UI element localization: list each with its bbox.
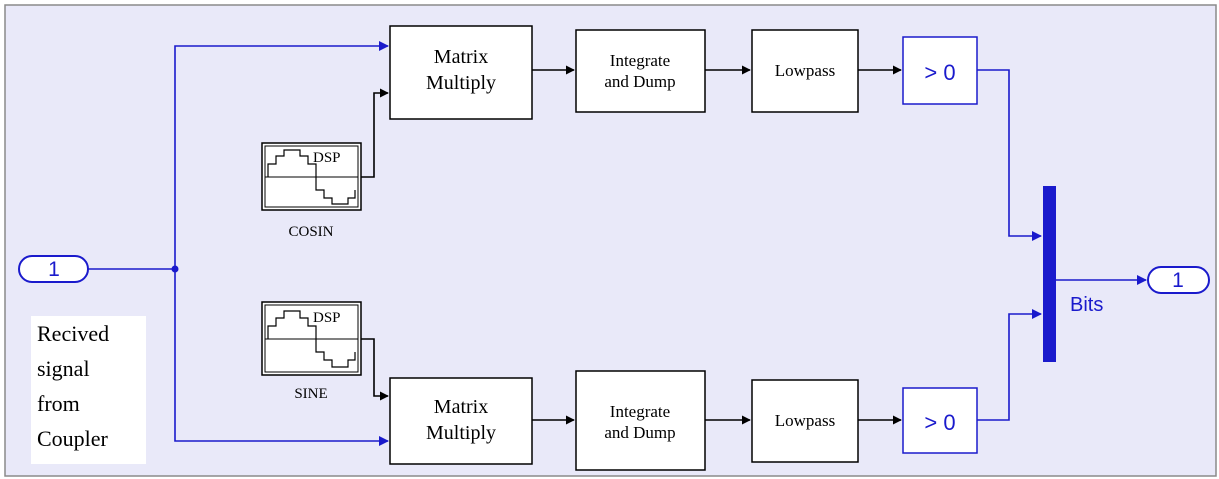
bottom-multiply-label-2: Multiply bbox=[426, 422, 496, 444]
top-branch-line[interactable] bbox=[174, 41, 389, 269]
annotation-line-3: from bbox=[37, 391, 80, 416]
annotation-line-4: Coupler bbox=[37, 426, 109, 451]
inport-block[interactable]: 1 bbox=[18, 255, 89, 283]
top-lowpass-label: Lowpass bbox=[775, 61, 835, 80]
top-compare-box[interactable] bbox=[902, 36, 978, 105]
annotation-note: Recived signal from Coupler bbox=[31, 316, 146, 464]
bottom-compare-block[interactable]: > 0 bbox=[902, 387, 978, 454]
cosin-waveform-low-icon bbox=[315, 177, 356, 205]
bottom-lowpass-block[interactable]: Lowpass bbox=[751, 379, 859, 463]
cosin-waveform-icon bbox=[267, 149, 317, 177]
inport-number: 1 bbox=[48, 258, 60, 281]
outport-number: 1 bbox=[1172, 269, 1184, 292]
bottom-compare-box[interactable] bbox=[902, 387, 978, 454]
bottom-matrix-multiply-block[interactable]: Matrix Multiply bbox=[389, 377, 533, 465]
top-integrate-label-2: and Dump bbox=[604, 72, 675, 91]
cosin-block-name: COSIN bbox=[288, 224, 333, 240]
annotation-line-2: signal bbox=[37, 356, 90, 381]
top-lowpass-box[interactable] bbox=[751, 29, 859, 113]
cosin-source-block[interactable]: DSP COSIN bbox=[261, 142, 362, 240]
sine-source-block[interactable]: DSP SINE bbox=[261, 301, 362, 402]
top-compare-block[interactable]: > 0 bbox=[902, 36, 978, 105]
bottom-compare-label: > 0 bbox=[924, 410, 955, 435]
top-lowpass-block[interactable]: Lowpass bbox=[751, 29, 859, 113]
bottom-multiply-label-1: Matrix bbox=[434, 396, 488, 418]
top-multiply-label-1: Matrix bbox=[434, 46, 488, 68]
top-integrate-label-1: Integrate bbox=[610, 51, 670, 70]
annotation-background bbox=[31, 316, 146, 464]
bottom-integrate-label-2: and Dump bbox=[604, 423, 675, 442]
bottom-lowpass-box[interactable] bbox=[751, 379, 859, 463]
bottom-compare-to-mux-line[interactable] bbox=[977, 309, 1042, 421]
signal-lines bbox=[88, 41, 1147, 446]
inport-shape[interactable] bbox=[18, 255, 89, 283]
top-compare-to-mux-line[interactable] bbox=[977, 69, 1042, 241]
bottom-matrix-multiply-box[interactable] bbox=[389, 377, 533, 465]
sine-dsp-label: DSP bbox=[313, 310, 341, 326]
cosin-dsp-label: DSP bbox=[313, 150, 341, 166]
top-matrix-multiply-block[interactable]: Matrix Multiply bbox=[389, 25, 533, 120]
black-signal-lines bbox=[361, 65, 902, 425]
top-compare-label: > 0 bbox=[924, 60, 955, 85]
top-multiply-label-2: Multiply bbox=[426, 72, 496, 94]
top-integrate-dump-block[interactable]: Integrate and Dump bbox=[575, 29, 706, 113]
top-matrix-multiply-box[interactable] bbox=[389, 25, 533, 120]
cosin-to-multiply-line[interactable] bbox=[361, 88, 389, 178]
sine-waveform-icon bbox=[267, 310, 317, 339]
bottom-branch-line[interactable] bbox=[174, 269, 389, 446]
outport-block[interactable]: 1 bbox=[1147, 266, 1210, 294]
sine-waveform-low-icon bbox=[315, 339, 356, 368]
bottom-integrate-dump-box[interactable] bbox=[575, 370, 706, 471]
bits-mux-block[interactable]: Bits bbox=[1043, 186, 1103, 362]
outport-shape[interactable] bbox=[1147, 266, 1210, 294]
top-integrate-dump-box[interactable] bbox=[575, 29, 706, 113]
bottom-integrate-label-1: Integrate bbox=[610, 402, 670, 421]
bits-mux-label: Bits bbox=[1070, 294, 1103, 316]
sine-block-name: SINE bbox=[294, 386, 327, 402]
bottom-lowpass-label: Lowpass bbox=[775, 411, 835, 430]
sine-to-multiply-line[interactable] bbox=[361, 338, 389, 401]
bits-mux-bar[interactable] bbox=[1043, 186, 1056, 362]
bottom-integrate-dump-block[interactable]: Integrate and Dump bbox=[575, 370, 706, 471]
annotation-line-1: Recived bbox=[37, 321, 109, 346]
